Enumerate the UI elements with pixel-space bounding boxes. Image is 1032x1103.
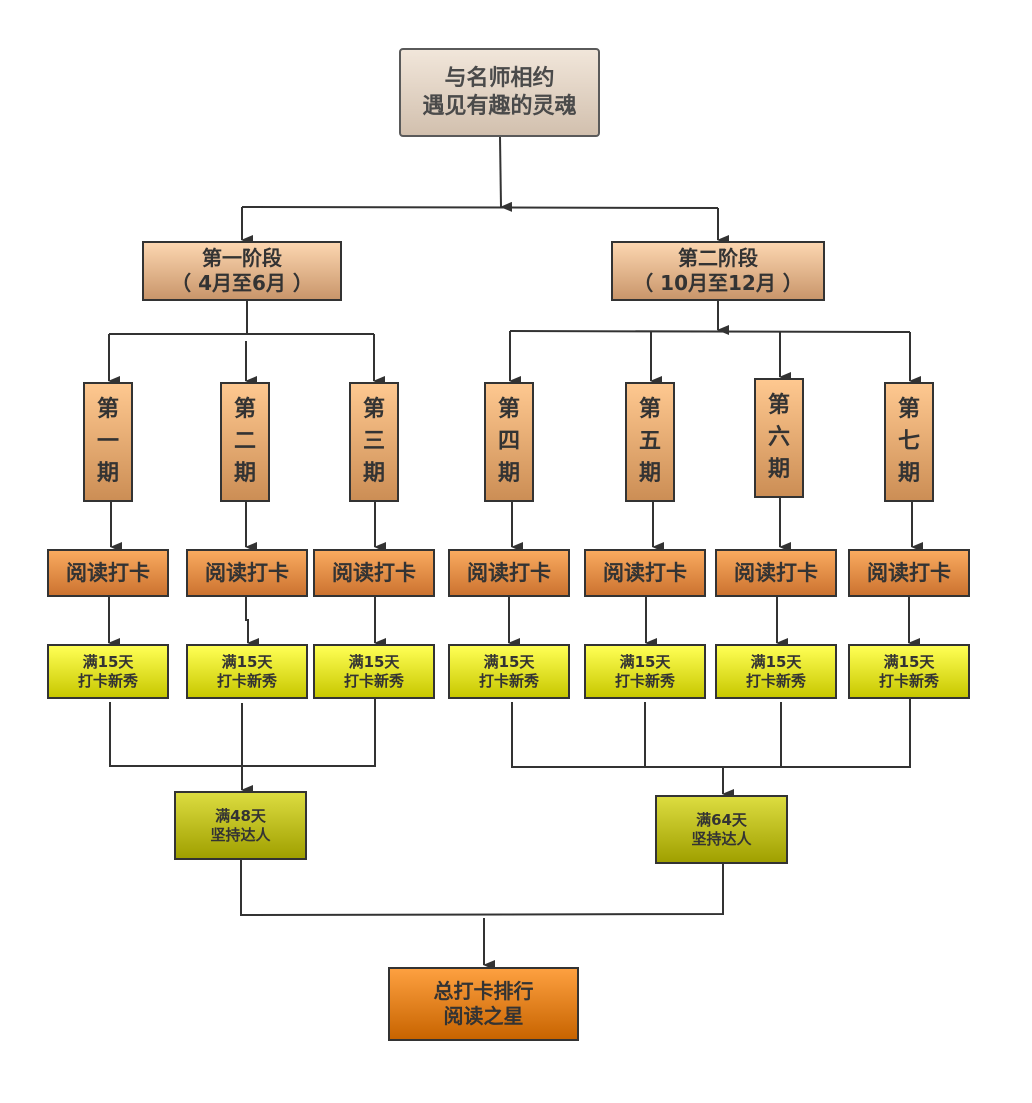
connector-root-down [499, 136, 513, 212]
badge-line2: 打卡新秀 [878, 671, 939, 690]
checkin-label: 阅读打卡 [332, 560, 416, 585]
period-char: 第 [897, 397, 920, 423]
period-char: 六 [767, 425, 790, 451]
badge-15-node-5: 满15天打卡新秀 [584, 644, 706, 699]
period-7-node: 第 七 期 [884, 382, 934, 502]
period-char: 期 [362, 460, 385, 486]
badge-15-node-4: 满15天打卡新秀 [448, 644, 570, 699]
period-char: 期 [767, 456, 790, 482]
checkin-label: 阅读打卡 [66, 560, 150, 585]
period-char: 第 [767, 393, 790, 419]
period-6-node: 第 六 期 [754, 378, 804, 498]
checkin-node-6: 阅读打卡 [715, 549, 837, 597]
checkin-node-7: 阅读打卡 [848, 549, 970, 597]
period-char: 期 [497, 460, 520, 486]
period-char: 一 [96, 429, 119, 455]
period-char: 期 [897, 460, 920, 486]
root-node: 与名师相约 遇见有趣的灵魂 [399, 48, 600, 137]
checkin-label: 阅读打卡 [734, 560, 818, 585]
badge-line2: 坚持达人 [691, 829, 752, 848]
period-char: 第 [362, 397, 385, 423]
badge-line1: 满15天 [483, 652, 535, 671]
badge-line2: 坚持达人 [210, 825, 271, 844]
badge-line2: 打卡新秀 [77, 671, 138, 690]
badge-line1: 满15天 [883, 652, 935, 671]
final-line2: 阅读之星 [443, 1004, 524, 1028]
period-char: 第 [233, 397, 256, 423]
connector-root-split [241, 206, 719, 209]
badge-line2: 打卡新秀 [478, 671, 539, 690]
badge-line2: 打卡新秀 [343, 671, 404, 690]
phase-2-node: 第二阶段 （ 10月至12月 ） [611, 241, 825, 301]
badge-line2: 打卡新秀 [216, 671, 277, 690]
checkin-label: 阅读打卡 [603, 560, 687, 585]
period-1-node: 第 一 期 [83, 382, 133, 502]
period-char: 四 [497, 429, 520, 455]
badge-15-node-3: 满15天打卡新秀 [313, 644, 435, 699]
badge-line1: 满15天 [348, 652, 400, 671]
badge-line1: 满48天 [215, 806, 266, 825]
badge-64-node: 满64天 坚持达人 [655, 795, 788, 864]
period-char: 二 [233, 429, 256, 455]
period-char: 三 [362, 429, 385, 455]
period-char: 七 [897, 429, 920, 455]
connector-merge-final [240, 860, 724, 917]
checkin-node-4: 阅读打卡 [448, 549, 570, 597]
root-line2: 遇见有趣的灵魂 [422, 93, 577, 119]
badge-line2: 打卡新秀 [745, 671, 806, 690]
period-2-node: 第 二 期 [220, 382, 270, 502]
final-node: 总打卡排行 阅读之星 [388, 967, 579, 1041]
period-char: 期 [233, 460, 256, 486]
period-char: 第 [497, 397, 520, 423]
checkin-node-3: 阅读打卡 [313, 549, 435, 597]
badge-15-node-1: 满15天打卡新秀 [47, 644, 169, 699]
badge-line1: 满15天 [82, 652, 134, 671]
connector-phase2-split [509, 330, 911, 333]
period-char: 第 [638, 397, 661, 423]
final-line1: 总打卡排行 [433, 979, 534, 1003]
badge-line1: 满15天 [221, 652, 273, 671]
badge-15-node-6: 满15天打卡新秀 [715, 644, 837, 699]
root-line1: 与名师相约 [444, 66, 555, 91]
checkin-label: 阅读打卡 [467, 560, 551, 585]
phase-range: （ 4月至6月 ） [171, 271, 313, 295]
phase-title: 第一阶段 [202, 246, 282, 270]
badge-line1: 满15天 [619, 652, 671, 671]
badge-line1: 满15天 [750, 652, 802, 671]
checkin-label: 阅读打卡 [867, 560, 951, 585]
checkin-node-5: 阅读打卡 [584, 549, 706, 597]
badge-48-node: 满48天 坚持达人 [174, 791, 307, 860]
period-char: 第 [96, 397, 119, 423]
period-3-node: 第 三 期 [349, 382, 399, 502]
badge-line1: 满64天 [696, 810, 747, 829]
checkin-label: 阅读打卡 [205, 560, 289, 585]
period-char: 期 [96, 460, 119, 486]
checkin-node-2: 阅读打卡 [186, 549, 308, 597]
badge-line2: 打卡新秀 [614, 671, 675, 690]
phase-range: （ 10月至12月 ） [633, 271, 803, 295]
connector-merge-phase2 [511, 699, 911, 768]
phase-1-node: 第一阶段 （ 4月至6月 ） [142, 241, 342, 301]
period-4-node: 第 四 期 [484, 382, 534, 502]
period-char: 五 [638, 429, 661, 455]
period-5-node: 第 五 期 [625, 382, 675, 502]
checkin-node-1: 阅读打卡 [47, 549, 169, 597]
phase-title: 第二阶段 [678, 246, 758, 270]
period-char: 期 [638, 460, 661, 486]
badge-15-node-2: 满15天打卡新秀 [186, 644, 308, 699]
badge-15-node-7: 满15天打卡新秀 [848, 644, 970, 699]
